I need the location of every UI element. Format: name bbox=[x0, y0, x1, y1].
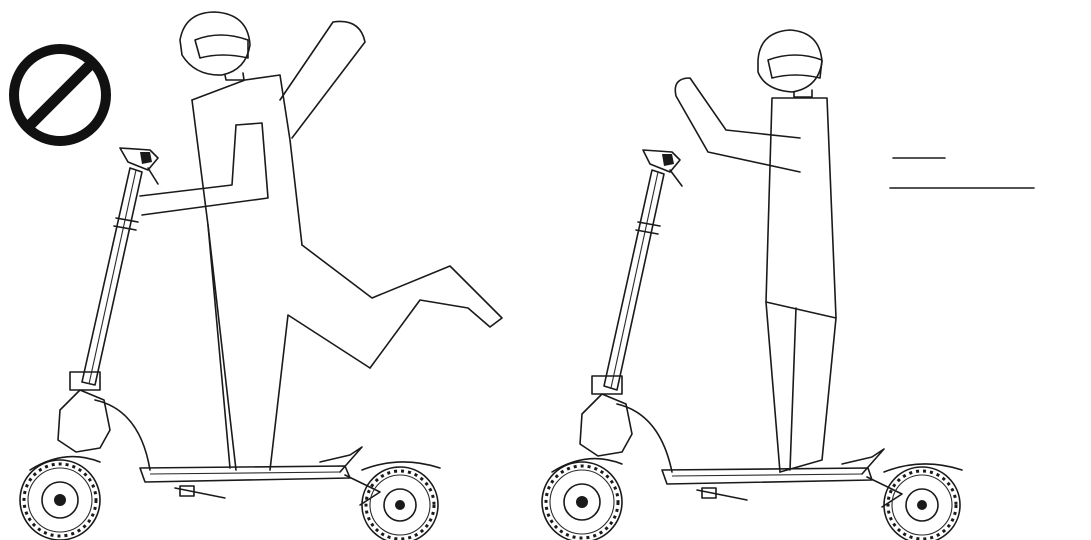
legs-right bbox=[766, 302, 836, 472]
rider-right bbox=[675, 30, 836, 472]
front-fork-left bbox=[30, 390, 150, 470]
deck-right bbox=[662, 468, 872, 500]
rider-left bbox=[140, 12, 502, 470]
stem-right bbox=[592, 170, 664, 394]
front-wheel-right bbox=[542, 462, 622, 540]
rear-wheel-left bbox=[362, 467, 438, 540]
prohibition-icon bbox=[14, 49, 106, 141]
leg-standing-left bbox=[208, 225, 236, 470]
scooter-right bbox=[542, 150, 962, 540]
panel-correct bbox=[542, 30, 1034, 540]
arms-right bbox=[675, 78, 800, 172]
rear-suspension-left bbox=[320, 447, 440, 505]
handlebar-left bbox=[120, 148, 158, 184]
scooter-left bbox=[20, 148, 440, 540]
helmet-left bbox=[180, 12, 250, 80]
stem-left bbox=[70, 168, 142, 390]
helmet-right bbox=[758, 30, 822, 97]
leg-lifted-left bbox=[270, 245, 502, 470]
rear-wheel-right bbox=[884, 467, 960, 540]
arm-forward-left bbox=[140, 123, 268, 215]
arm-raised-left bbox=[280, 21, 365, 138]
torso-left bbox=[192, 75, 302, 468]
torso-right bbox=[766, 98, 836, 318]
deck-left bbox=[140, 466, 350, 498]
front-wheel-left bbox=[20, 460, 100, 540]
front-fork-right bbox=[552, 394, 672, 472]
motion-lines bbox=[890, 158, 1034, 188]
panel-incorrect bbox=[14, 12, 502, 540]
